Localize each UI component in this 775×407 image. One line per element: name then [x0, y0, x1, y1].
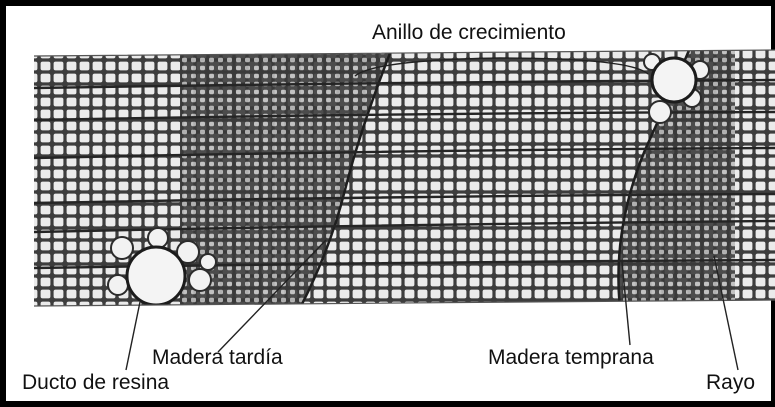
resin-duct-leader	[126, 302, 140, 370]
epithelial-cell	[200, 254, 216, 270]
resin-duct-lumen	[127, 247, 185, 305]
epithelial-cell	[148, 228, 168, 248]
tissue-section	[30, 45, 775, 310]
earlywood-label: Madera temprana	[488, 347, 654, 368]
epithelial-cell	[108, 275, 128, 295]
epithelial-cell	[649, 101, 671, 123]
duct-lumen	[652, 58, 696, 102]
resin-duct-label: Ducto de resina	[22, 372, 169, 393]
latewood-label: Madera tardía	[152, 347, 283, 368]
epithelial-cell	[189, 269, 211, 291]
ray-label: Rayo	[706, 372, 755, 393]
growth-ring-label: Anillo de crecimiento	[372, 22, 566, 43]
epithelial-cell	[111, 237, 133, 259]
